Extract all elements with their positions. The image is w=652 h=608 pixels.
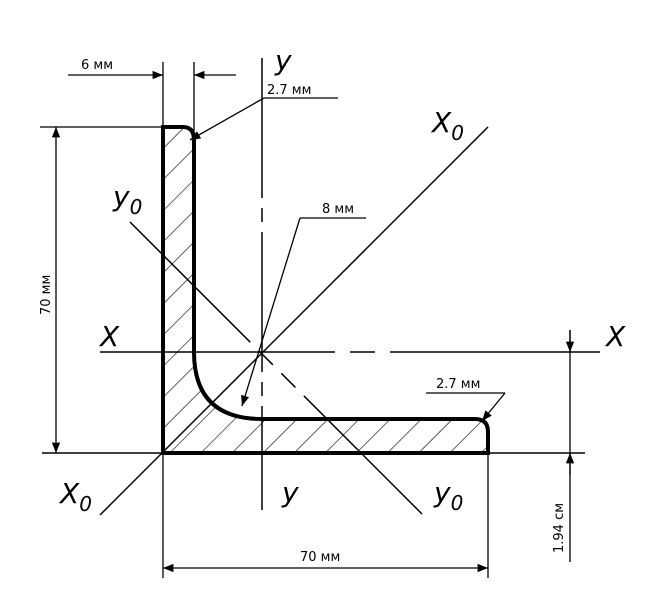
thickness-label: 6 мм: [81, 58, 113, 73]
angle-section-outline: [161, 125, 490, 455]
radius-right-label: 2.7 мм: [436, 377, 480, 392]
x-axis-label-right: X: [604, 320, 626, 353]
radius-top-label: 2.7 мм: [267, 83, 311, 98]
x0-axis: [99, 126, 489, 516]
offset-label: 1.94 см: [552, 503, 567, 553]
y0-axis: [129, 221, 423, 515]
x0-axis-label-top: X0: [430, 106, 464, 145]
y0-axis-label-bottom: y0: [433, 476, 463, 515]
x-axis-label-left: X: [98, 320, 120, 353]
width-label: 70 мм: [300, 550, 340, 565]
y0-axis-label-top: y0: [112, 180, 142, 219]
radius-inner-leader: [241, 217, 301, 407]
y-axis-label-top: y: [274, 44, 292, 77]
x0-axis-label-bottom: X0: [58, 477, 92, 516]
height-label: 70 мм: [39, 275, 54, 315]
y-axis-label-bottom: y: [281, 476, 299, 509]
radius-right-leader: [481, 392, 506, 422]
radius-inner-label: 8 мм: [322, 202, 354, 217]
radius-top-leader: [189, 97, 265, 141]
